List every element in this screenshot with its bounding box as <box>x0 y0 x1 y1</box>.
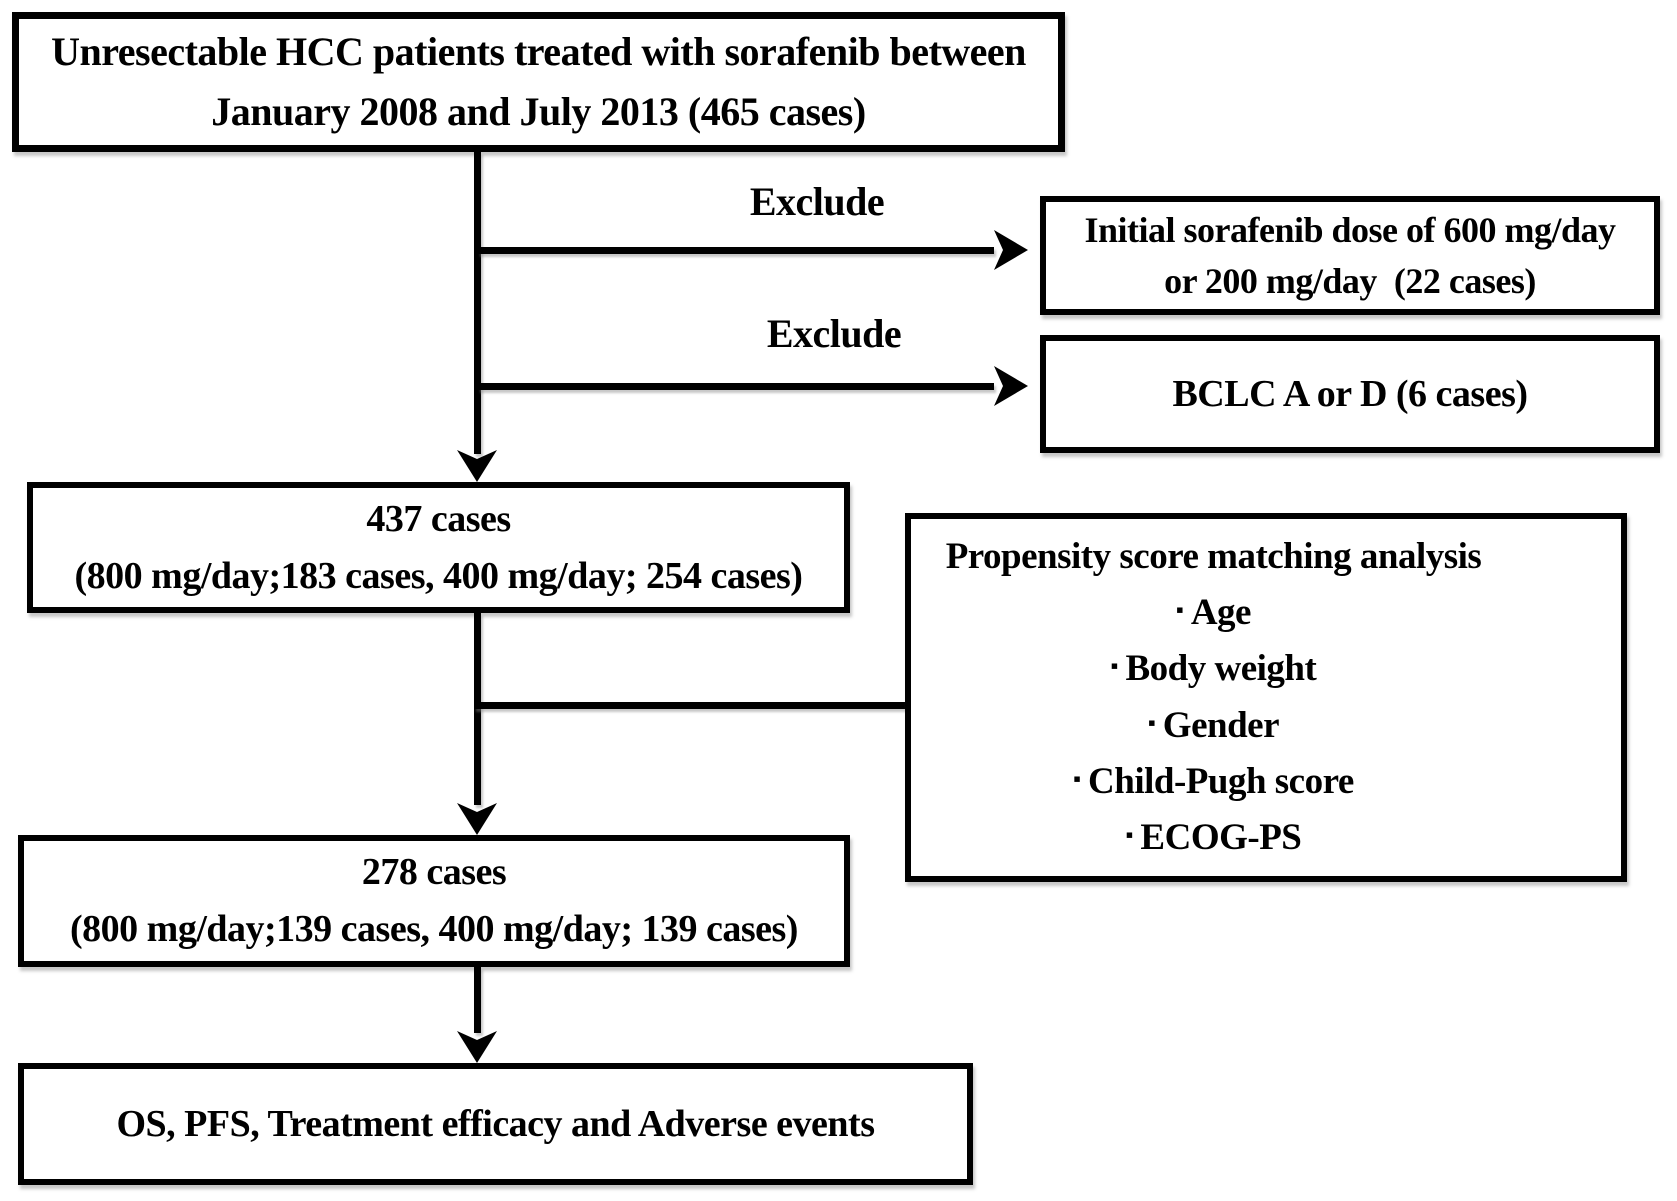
propensity-item-child-pugh: ▪Child-Pugh score <box>1073 754 1354 810</box>
node-outcomes-text: OS, PFS, Treatment efficacy and Adverse … <box>116 1103 875 1145</box>
propensity-item-ecog-ps-label: ECOG-PS <box>1140 817 1302 859</box>
node-278-cases-line2: (800 mg/day;139 cases, 400 mg/day; 139 c… <box>70 908 798 950</box>
bullet-icon: ▪ <box>1073 765 1082 791</box>
node-437-cases-line1: 437 cases <box>366 497 511 540</box>
propensity-item-child-pugh-label: Child-Pugh score <box>1088 760 1354 802</box>
connector-exclude-1 <box>478 247 994 254</box>
node-excluded-dose-line1: Initial sorafenib dose of 600 mg/day <box>1084 210 1616 251</box>
propensity-item-ecog-ps: ▪ECOG-PS <box>1126 810 1302 866</box>
connector-278-to-outcome <box>474 967 481 1033</box>
node-278-cases-line1: 278 cases <box>361 851 507 893</box>
arrowhead-down-outcome <box>457 1031 497 1063</box>
node-278-cases: 278 cases (800 mg/day;139 cases, 400 mg/… <box>18 835 850 967</box>
propensity-item-age-label: Age <box>1190 592 1252 634</box>
connector-437-to-278 <box>474 613 481 805</box>
arrowhead-down-437 <box>457 450 497 482</box>
exclude-label-1: Exclude <box>749 179 885 224</box>
propensity-item-body-weight-label: Body weight <box>1125 648 1317 690</box>
exclude-label-2: Exclude <box>766 311 902 356</box>
bullet-icon: ▪ <box>1110 653 1119 679</box>
arrowhead-right-exclude-2 <box>994 366 1028 406</box>
node-excluded-bclc: BCLC A or D (6 cases) <box>1040 335 1660 453</box>
connector-top-to-437 <box>474 152 481 454</box>
node-outcomes: OS, PFS, Treatment efficacy and Adverse … <box>18 1063 973 1185</box>
propensity-title: Propensity score matching analysis <box>945 536 1482 577</box>
connector-exclude-2 <box>478 383 994 390</box>
node-unresectable-hcc: Unresectable HCC patients treated with s… <box>12 12 1065 152</box>
node-437-cases-line2: (800 mg/day;183 cases, 400 mg/day; 254 c… <box>74 554 803 597</box>
arrowhead-right-exclude-1 <box>994 230 1028 270</box>
propensity-item-age: ▪Age <box>1176 585 1251 641</box>
propensity-item-gender: ▪Gender <box>1147 698 1280 754</box>
connector-to-propensity <box>474 702 905 709</box>
node-excluded-bclc-text: BCLC A or D (6 cases) <box>1172 373 1528 415</box>
node-unresectable-hcc-line1: Unresectable HCC patients treated with s… <box>51 29 1026 74</box>
node-propensity-matching: Propensity score matching analysis ▪Age … <box>905 513 1627 882</box>
arrowhead-down-278 <box>457 803 497 835</box>
node-excluded-dose-line2: or 200 mg/day (22 cases) <box>1164 260 1536 301</box>
propensity-item-gender-label: Gender <box>1162 704 1280 746</box>
node-unresectable-hcc-line2: January 2008 and July 2013 (465 cases) <box>211 89 866 134</box>
bullet-icon: ▪ <box>1176 597 1184 623</box>
node-437-cases: 437 cases (800 mg/day;183 cases, 400 mg/… <box>27 482 850 613</box>
propensity-item-body-weight: ▪Body weight <box>1111 641 1317 697</box>
bullet-icon: ▪ <box>1147 709 1156 735</box>
bullet-icon: ▪ <box>1125 822 1134 848</box>
node-excluded-dose: Initial sorafenib dose of 600 mg/day or … <box>1040 196 1660 315</box>
